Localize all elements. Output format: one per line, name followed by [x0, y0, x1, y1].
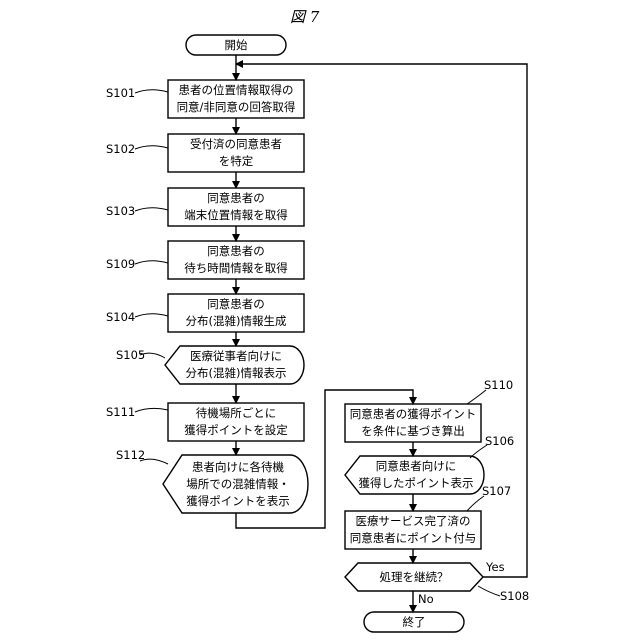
step-s108-decision: [345, 563, 483, 591]
step-s102-box: [168, 134, 304, 172]
label-leaders: [135, 90, 500, 596]
label-s112: S112: [116, 448, 145, 462]
step-s101-box: [168, 80, 304, 118]
step-s104-box: [168, 294, 304, 332]
flow-connectors: [236, 55, 527, 612]
step-s111-box: [168, 403, 304, 441]
start-terminal: [186, 35, 286, 55]
step-s105-display: [165, 346, 304, 384]
label-s106: S106: [485, 434, 514, 448]
label-s105: S105: [116, 348, 145, 362]
label-s108: S108: [500, 589, 529, 603]
step-s109-box: [168, 241, 304, 279]
label-s110: S110: [484, 378, 513, 392]
label-s101: S101: [106, 86, 135, 100]
step-s112-display: [163, 455, 308, 513]
label-s104: S104: [106, 310, 135, 324]
step-s110-box: [345, 404, 481, 442]
step-s103-box: [168, 188, 304, 226]
label-s107: S107: [482, 484, 511, 498]
branch-no-label: No: [418, 592, 434, 606]
figure-title: 図 7: [290, 6, 319, 27]
label-s102: S102: [106, 142, 135, 156]
label-s109: S109: [106, 257, 135, 271]
branch-yes-label: Yes: [486, 560, 505, 574]
end-terminal: [364, 612, 464, 632]
label-s103: S103: [106, 204, 135, 218]
label-s111: S111: [106, 405, 135, 419]
step-s106-display: [345, 456, 484, 494]
step-s107-box: [345, 511, 481, 549]
